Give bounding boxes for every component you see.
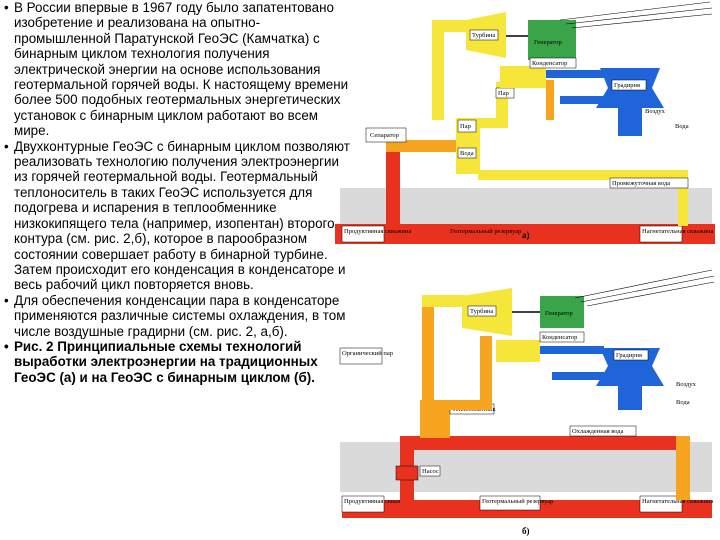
- condenser-b: [496, 340, 540, 362]
- generator-label-a: Генератор: [534, 39, 562, 46]
- generator-a: [528, 20, 576, 60]
- heat-exchanger-b: [420, 400, 450, 438]
- reservoir-label-b: Геотермальный резервуар: [482, 498, 553, 505]
- diagram-a: Геотермальный резервуар Продуктивная скв…: [335, 1, 715, 244]
- caption-a: а): [522, 230, 530, 240]
- condenser-label-a: Конденсатор: [532, 60, 567, 67]
- production-well-label-b: Продуктивная скважина: [344, 498, 411, 505]
- used-water-label-a: Промежуточная вода: [612, 180, 670, 187]
- organic-steam-label-b: Органический пар: [342, 350, 393, 357]
- separator-label-a: Сепаратор: [370, 132, 399, 139]
- turbine-label-b: Турбина: [470, 308, 493, 315]
- condenser-a: [500, 66, 546, 88]
- condenser-label-b: Конденсатор: [542, 334, 577, 341]
- cooling-tower-label-a: Градирня: [614, 82, 640, 89]
- production-well-label-a: Продуктивная скважина: [344, 228, 411, 235]
- water-label-a: Вода: [460, 150, 474, 157]
- separator-a: [365, 127, 407, 143]
- bullet-marker: •: [4, 0, 9, 15]
- steam-pipe-a: [432, 20, 444, 120]
- bullet-paragraph: • В России впервые в 1967 году было запат…: [4, 0, 354, 139]
- steam-label-a2: Пар: [460, 123, 471, 130]
- steam-label-a: Пар: [498, 90, 509, 97]
- water-out-label-b: Вода: [676, 399, 690, 406]
- diagram-b: Продуктивная скважина Геотермальный резе…: [339, 269, 715, 536]
- reservoir-a: [335, 224, 715, 244]
- ground-a: [340, 188, 712, 224]
- air-label-a: Воздух: [645, 108, 666, 115]
- geothermal-diagrams: Геотермальный резервуар Продуктивная скв…: [335, 1, 715, 536]
- bullet-marker: •: [4, 338, 9, 354]
- injection-well-label-b: Нагнетательная скважина: [642, 498, 714, 505]
- cooled-water-label-b: Охлажденная вода: [572, 428, 624, 435]
- pump-b: [395, 465, 419, 481]
- caption-b: б): [522, 526, 530, 536]
- bullet-paragraph: • Двухконтурные ГеоЭС с бинарным циклом п…: [4, 139, 354, 293]
- pump-label-b: Насос: [422, 468, 439, 475]
- bullet-paragraph: • Для обеспечения конденсации пара в конд…: [4, 293, 354, 339]
- air-label-b: Воздух: [676, 381, 697, 388]
- reservoir-label-a: Геотермальный резервуар: [450, 228, 521, 235]
- generator-b: [540, 296, 584, 328]
- turbine-label-a: Турбина: [472, 32, 495, 39]
- water-out-label-a: Вода: [675, 123, 689, 130]
- bullet-paragraph: • Рис. 2 Принципиальные схемы технологий …: [4, 339, 354, 385]
- generator-label-b: Генератор: [545, 310, 573, 317]
- bullet-text: В России впервые в 1967 году было запате…: [14, 0, 349, 139]
- injection-well-label-a: Нагнетательная скважина: [642, 228, 714, 235]
- bullet-text: Двухконтурные ГеоЭС с бинарным циклом по…: [14, 138, 350, 293]
- well-pipe-a: [386, 140, 400, 230]
- bullet-text: Рис. 2 Принципиальные схемы технологий в…: [14, 338, 318, 385]
- bullet-marker: •: [4, 138, 9, 154]
- cooling-tower-label-b: Градирня: [616, 352, 642, 359]
- body-text: • В России впервые в 1967 году было запат…: [4, 0, 354, 385]
- bullet-marker: •: [4, 292, 9, 308]
- bullet-text: Для обеспечения конденсации пара в конде…: [14, 292, 346, 339]
